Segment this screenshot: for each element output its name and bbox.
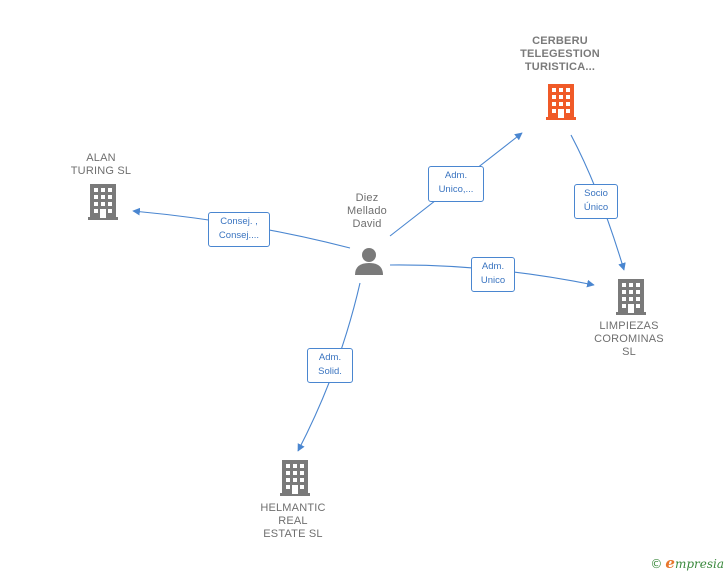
edge-label-cerberu-limpiezas: Socio Único xyxy=(574,184,618,219)
copyright-icon: © xyxy=(650,557,663,571)
company-label-cerberu[interactable]: CERBERU TELEGESTION TURISTICA... xyxy=(520,35,600,73)
company-label-limpiezas[interactable]: LIMPIEZAS COROMINAS SL xyxy=(594,320,664,358)
brand-watermark: ©empresia xyxy=(650,554,724,572)
edge-label-person-alan: Consej. , Consej.... xyxy=(208,212,270,247)
edge-label-person-helmantic: Adm. Solid. xyxy=(307,348,353,383)
company-label-alan[interactable]: ALAN TURING SL xyxy=(70,152,132,177)
edge-label-person-cerberu: Adm. Unico,... xyxy=(428,166,484,202)
person-icon[interactable] xyxy=(355,248,383,275)
brand-initial: e xyxy=(665,554,675,572)
company-label-helmantic[interactable]: HELMANTIC REAL ESTATE SL xyxy=(260,502,326,540)
person-label[interactable]: Diez Mellado David xyxy=(347,192,387,230)
building-icon-alan[interactable] xyxy=(88,184,118,220)
brand-name: mpresia xyxy=(674,557,724,571)
edge-label-person-limpiezas: Adm. Unico xyxy=(471,257,515,292)
building-icon-helmantic[interactable] xyxy=(280,460,310,496)
building-icon-cerberu[interactable] xyxy=(546,84,576,120)
building-icon-limpiezas[interactable] xyxy=(616,279,646,315)
